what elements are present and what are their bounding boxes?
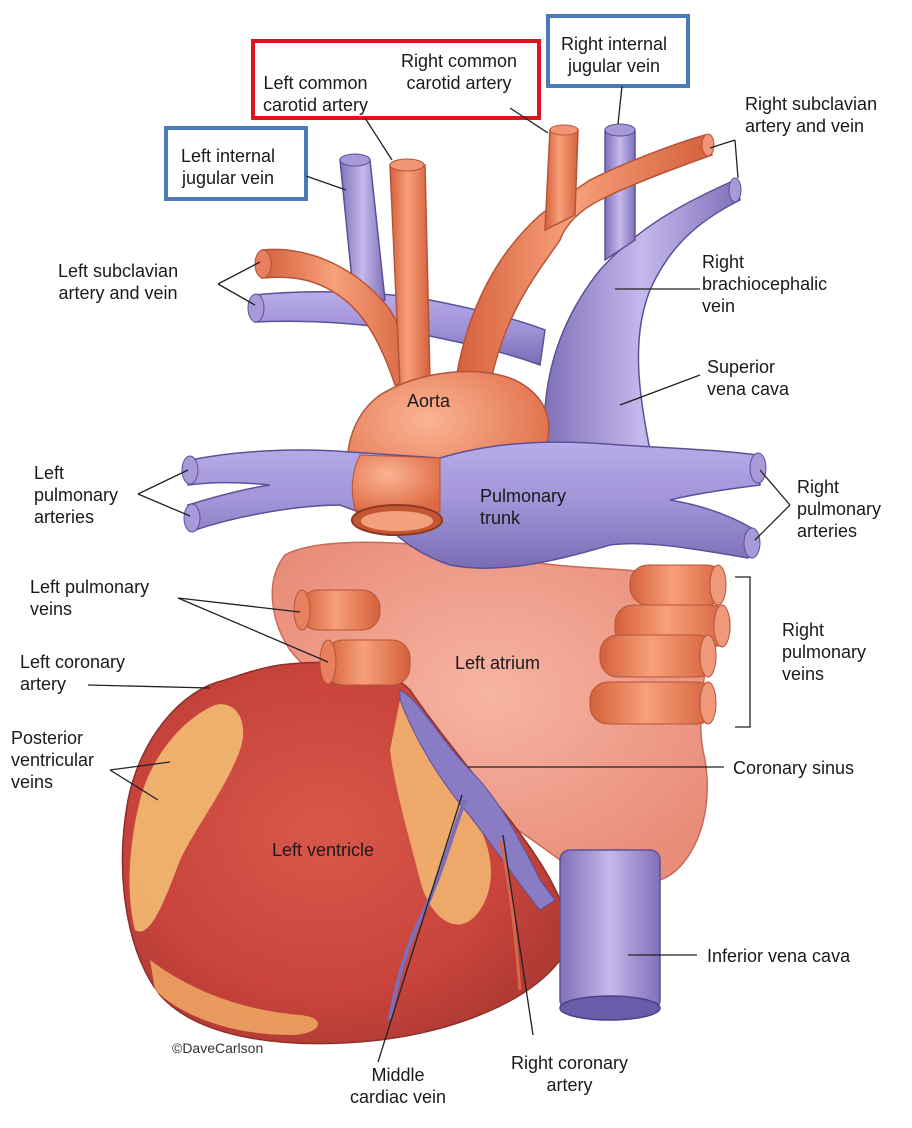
label-right-subclavian-artery-and-vein: Right subclavian artery and vein <box>745 94 878 136</box>
label-left-internal-jugular-vein: Left internal jugular vein <box>181 146 276 188</box>
label-middle-cardiac-vein: Middle cardiac vein <box>350 1065 447 1107</box>
label-inferior-vena-cava: Inferior vena cava <box>707 946 851 966</box>
label-left-ventricle: Left ventricle <box>272 840 375 860</box>
highlight-box-left-ijv <box>164 126 308 201</box>
copyright-credit: ©DaveCarlson <box>172 1040 264 1056</box>
right-pulmonary-vein-stubs <box>589 564 731 725</box>
label-coronary-sinus: Coronary sinus <box>733 758 855 778</box>
label-left-coronary-artery: Left coronary artery <box>20 652 126 694</box>
label-pulmonary-trunk: Pulmonary trunk <box>480 486 567 528</box>
label-superior-vena-cava: Superior vena cava <box>707 357 790 399</box>
left-pulmonary-vein-stubs <box>293 589 411 686</box>
label-left-subclavian-artery-and-vein: Left subclavian artery and vein <box>58 261 179 303</box>
label-left-pulmonary-arteries: Left pulmonary arteries <box>34 463 119 527</box>
label-right-internal-jugular-vein: Right internal jugular vein <box>561 34 668 76</box>
label-right-pulmonary-arteries: Right pulmonary arteries <box>797 477 882 541</box>
pulmonary-trunk-shape <box>187 441 761 569</box>
middle-cardiac-vein-shape <box>388 799 467 1021</box>
highlight-box-right-ijv <box>546 14 690 88</box>
right-common-carotid-shape <box>544 129 579 232</box>
label-aorta: Aorta <box>407 391 451 411</box>
label-right-coronary-artery: Right coronary artery <box>511 1053 629 1095</box>
highlight-box-carotids <box>251 39 541 120</box>
ivc-opening <box>559 995 661 1021</box>
leader-lines <box>87 85 791 1063</box>
ivc-shape <box>559 849 661 1011</box>
label-left-atrium: Left atrium <box>455 653 541 673</box>
label-left-common-carotid-artery: Left common carotid artery <box>263 73 369 115</box>
fat-deposit <box>150 960 319 1035</box>
coronary-sinus-shape <box>399 689 556 911</box>
fat-deposit <box>390 700 491 925</box>
label-right-brachiocephalic-vein: Right brachiocephalic vein <box>702 252 828 316</box>
label-left-pulmonary-veins: Left pulmonary veins <box>30 577 150 619</box>
label-right-pulmonary-veins: Right pulmonary veins <box>782 620 867 684</box>
right-coronary-artery-shape <box>498 839 522 991</box>
label-right-common-carotid-artery: Right common carotid artery <box>401 51 518 93</box>
fat-deposit <box>129 704 244 932</box>
label-posterior-ventricular-veins: Posterior ventricular veins <box>11 728 95 792</box>
